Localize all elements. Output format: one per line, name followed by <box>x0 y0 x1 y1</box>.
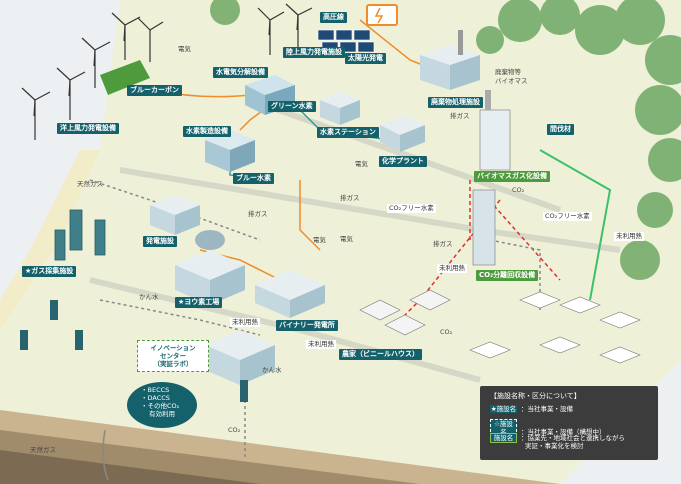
legend-desc-1: ：当社事業・設備 <box>521 405 573 413</box>
star-icon: ★ <box>178 298 185 306</box>
legend-desc-3b: 実証・事業化を検討 <box>525 442 584 450</box>
label-thinned-wood: 間伐材 <box>547 124 574 135</box>
label-iodine-plant: ★ヨウ素工場 <box>175 297 223 308</box>
ccus-bubble: ・BECCS ・DACCS ・その他CO₂ 有効利用 <box>127 382 197 428</box>
flow-unused-heat <box>489 239 541 310</box>
flow-power-out <box>299 180 321 251</box>
label-hydrogen-plant: 水素製造設備 <box>183 126 231 137</box>
label-unused-heat-4: 未利用熱 <box>306 340 336 349</box>
label-unused-heat-1: 未利用熱 <box>614 232 644 241</box>
label-natural-gas-bottom: 天然ガス <box>30 446 56 454</box>
label-chemical-plant: 化学プラント <box>379 156 427 167</box>
star-icon: ★ <box>25 267 32 275</box>
label-green-hydrogen: グリーン水素 <box>268 101 316 112</box>
binary-plant-building <box>255 270 325 318</box>
legend-row-1: ★施設名 ：当社事業・設備 <box>490 405 573 413</box>
ground-stratum-3 <box>0 450 260 484</box>
innovation-building <box>205 330 275 385</box>
label-waste-biomass: 廃棄物等 バイオマス <box>495 68 528 85</box>
biomass-tower <box>479 90 511 171</box>
label-exhaust-gas-1: 排ガス <box>450 112 470 120</box>
legend-row-3: 施設名 ：協業先・地域社会と連携しながら <box>490 433 625 443</box>
label-hydrogen-station: 水素ステーション <box>317 127 379 138</box>
label-electricity-4: 電気 <box>340 235 353 243</box>
bubble-line-co2: ・その他CO₂ <box>141 402 180 410</box>
label-electricity-1: 電気 <box>178 45 191 53</box>
label-high-voltage: 高圧線 <box>320 12 347 23</box>
battery-icon <box>366 4 398 26</box>
offshore-turbines <box>21 12 164 140</box>
bubble-line-beccs: ・BECCS <box>141 386 170 394</box>
wellheads <box>20 300 248 402</box>
gas-field-facility <box>54 209 106 261</box>
flow-co2-to-town <box>479 189 561 281</box>
legend: 【施設名称・区分について】 ★施設名：当社事業・設備 ☆施設名：当社事業・設備（… <box>480 386 658 460</box>
label-hydro-electrolysis: 水電気分解設備 <box>213 67 268 78</box>
label-unused-heat-2: 未利用熱 <box>437 264 467 273</box>
label-innovation-center: イノベーション センター （実証ラボ） <box>150 344 196 368</box>
label-unused-heat-3: 未利用熱 <box>230 318 260 327</box>
label-farmhouse: 農家（ビニールハウス） <box>339 349 422 360</box>
label-waste-facility: 廃棄物処理施設 <box>428 97 483 108</box>
label-onshore-wind: 陸上風力発電施設 <box>283 47 345 58</box>
label-co2-2: CO₂ <box>440 328 453 336</box>
label-co2-3: CO₂ <box>228 426 241 434</box>
label-biomass-gasification: バイオマスガス化設備 <box>474 171 550 182</box>
innovation-center-box: イノベーション センター （実証ラボ） <box>137 340 209 372</box>
co2-capture-tower <box>472 189 496 266</box>
bubble-line-use: 有効利用 <box>149 410 175 418</box>
legend-desc-3a: ：協業先・地域社会と連携しながら <box>521 434 625 442</box>
bubble-line-daccs: ・DACCS <box>141 394 170 402</box>
beach <box>0 150 100 330</box>
label-binary-plant: バイナリー発電所 <box>276 320 338 331</box>
label-electricity-3: 電気 <box>313 236 326 244</box>
legend-tag-1: ★施設名 <box>490 405 517 413</box>
label-offshore-wind: 洋上風力発電設備 <box>57 123 119 134</box>
forest-top <box>210 0 681 280</box>
town-houses <box>469 291 641 364</box>
green-hydrogen-building <box>320 92 360 125</box>
label-brine-2: かん水 <box>262 366 282 374</box>
label-gas-field: ★ガス採集施設 <box>22 266 77 277</box>
label-power-plant: 発電施設 <box>143 236 177 247</box>
legend-title: 【施設名称・区分について】 <box>490 392 581 400</box>
label-blue-hydrogen: ブルー水素 <box>233 173 274 184</box>
chemical-plant-building <box>380 115 425 152</box>
flow-natural-gas-up <box>102 429 109 481</box>
seaweed-field <box>100 60 150 95</box>
label-co2-free-hydrogen-1: CO₂フリー水素 <box>387 204 436 213</box>
lightning-icon <box>374 7 384 24</box>
label-co2-capture: CO₂分離回収設備 <box>476 270 539 281</box>
label-exhaust-gas-2: 排ガス <box>340 194 360 202</box>
legend-desc-2: ：当社事業・設備（構想中） <box>521 428 606 436</box>
buildings <box>20 30 641 402</box>
label-electricity-2: 電気 <box>355 160 368 168</box>
waste-facility-building <box>420 30 480 90</box>
legend-tag-3: 施設名 <box>490 433 517 443</box>
flow-co2-free-hydrogen <box>539 149 612 301</box>
label-exhaust-gas-4: 排ガス <box>433 240 453 248</box>
power-plant-building <box>150 195 200 235</box>
label-co2-free-hydrogen-2: CO₂フリー水素 <box>543 212 592 221</box>
label-blue-carbon: ブルーカーボン <box>127 85 182 96</box>
label-natural-gas-top: 天然ガス <box>77 180 103 188</box>
iodine-plant-building <box>175 230 245 305</box>
onshore-turbines <box>257 3 313 55</box>
label-exhaust-gas-3: 排ガス <box>248 210 268 218</box>
greenhouses <box>359 289 451 336</box>
label-brine-1: かん水 <box>139 293 159 301</box>
label-co2-1: CO₂ <box>512 186 525 194</box>
label-solar: 太陽光発電 <box>345 53 386 64</box>
